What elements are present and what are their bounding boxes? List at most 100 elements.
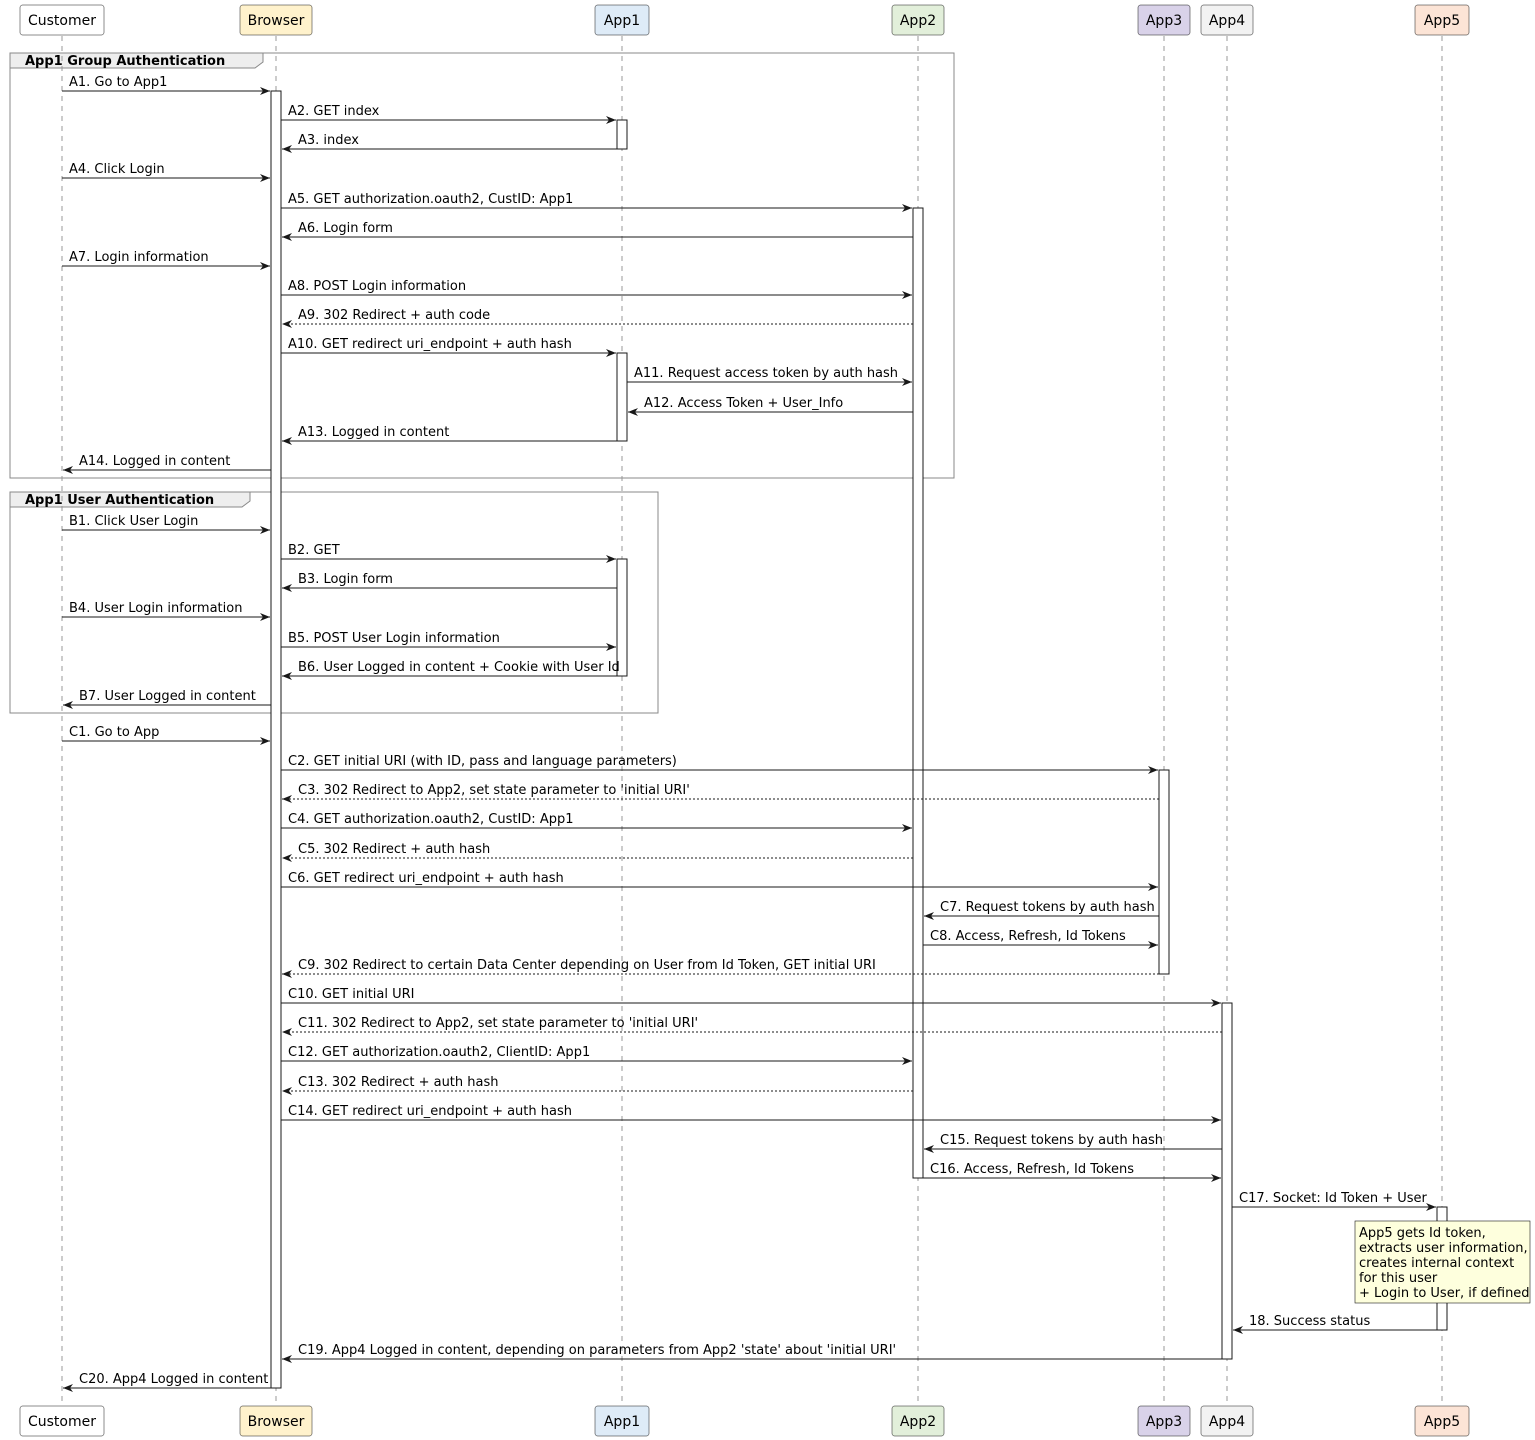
message: C1. Go to App xyxy=(62,725,270,745)
message-label: C9. 302 Redirect to certain Data Center … xyxy=(298,958,876,973)
message: C5. 302 Redirect + auth hash xyxy=(282,842,913,862)
message: A7. Login information xyxy=(62,250,270,270)
participant-app1-bottom: App1 xyxy=(594,1405,650,1437)
message-label: A1. Go to App1 xyxy=(69,75,167,90)
participant-app3-bottom: App3 xyxy=(1137,1405,1191,1437)
message-label: C1. Go to App xyxy=(69,725,159,740)
participant-box xyxy=(891,1405,945,1437)
participant-box xyxy=(19,4,105,36)
participant-box xyxy=(19,1405,105,1437)
participant-customer-top: Customer xyxy=(19,4,105,36)
group-tab xyxy=(9,52,264,69)
message-label: C20. App4 Logged in content xyxy=(79,1372,268,1387)
message-label: A6. Login form xyxy=(298,221,393,236)
participant-label: App2 xyxy=(900,1414,936,1430)
message-label: C6. GET redirect uri_endpoint + auth has… xyxy=(288,871,564,886)
message: C4. GET authorization.oauth2, CustID: Ap… xyxy=(281,812,912,832)
activation-bar xyxy=(616,352,628,442)
participant-app4-top: App4 xyxy=(1200,4,1254,36)
message: C8. Access, Refresh, Id Tokens xyxy=(923,929,1158,949)
note: App5 gets Id token,extracts user informa… xyxy=(1354,1220,1531,1304)
message-label: C17. Socket: Id Token + User xyxy=(1239,1191,1428,1206)
message-label: C15. Request tokens by auth hash xyxy=(940,1133,1163,1148)
message: C7. Request tokens by auth hash xyxy=(924,900,1159,920)
participants-layer: CustomerCustomerBrowserBrowserApp1App1Ap… xyxy=(19,4,1470,1437)
message: A14. Logged in content xyxy=(63,454,271,474)
participant-browser-bottom: Browser xyxy=(239,1405,313,1437)
message: C16. Access, Refresh, Id Tokens xyxy=(923,1162,1221,1182)
message-label: C3. 302 Redirect to App2, set state para… xyxy=(298,783,690,798)
note-line: creates internal context xyxy=(1359,1256,1514,1271)
participant-label: Browser xyxy=(248,1414,305,1430)
message: A10. GET redirect uri_endpoint + auth ha… xyxy=(281,337,616,357)
message-label: C2. GET initial URI (with ID, pass and l… xyxy=(288,754,677,769)
participant-label: Customer xyxy=(28,13,96,29)
message-label: C16. Access, Refresh, Id Tokens xyxy=(930,1162,1134,1177)
note-line: for this user xyxy=(1359,1271,1438,1286)
message: B7. User Logged in content xyxy=(63,689,271,709)
message-label: A4. Click Login xyxy=(69,162,165,177)
message: C3. 302 Redirect to App2, set state para… xyxy=(282,783,1159,803)
message-label: C8. Access, Refresh, Id Tokens xyxy=(930,929,1126,944)
message: C13. 302 Redirect + auth hash xyxy=(282,1075,913,1095)
participant-box xyxy=(1200,4,1254,36)
message: C20. App4 Logged in content xyxy=(63,1372,271,1392)
message: A8. POST Login information xyxy=(281,279,912,299)
group-title: App1 User Authentication xyxy=(25,493,214,508)
message-label: 18. Success status xyxy=(1249,1314,1370,1329)
participant-box xyxy=(1200,1405,1254,1437)
participant-label: App5 xyxy=(1424,1414,1460,1430)
participant-label: App1 xyxy=(604,1414,640,1430)
message-label: B5. POST User Login information xyxy=(288,631,500,646)
message-label: B4. User Login information xyxy=(69,601,242,616)
message-label: B7. User Logged in content xyxy=(79,689,256,704)
message: B6. User Logged in content + Cookie with… xyxy=(282,660,620,680)
message: C12. GET authorization.oauth2, ClientID:… xyxy=(281,1045,912,1065)
note-box xyxy=(1354,1220,1531,1304)
message: B2. GET xyxy=(281,543,616,563)
activation-bar xyxy=(270,90,282,1389)
participant-browser-top: Browser xyxy=(239,4,313,36)
participant-box xyxy=(891,4,945,36)
message-label: A7. Login information xyxy=(69,250,209,265)
participant-box xyxy=(239,1405,313,1437)
participant-app1-top: App1 xyxy=(594,4,650,36)
message-label: B3. Login form xyxy=(298,572,393,587)
message: A1. Go to App1 xyxy=(62,75,270,95)
message: C11. 302 Redirect to App2, set state par… xyxy=(282,1016,1222,1036)
message-label: A10. GET redirect uri_endpoint + auth ha… xyxy=(288,337,572,352)
note-layer: App5 gets Id token,extracts user informa… xyxy=(1354,1220,1531,1304)
message: 18. Success status xyxy=(1233,1314,1437,1334)
participant-label: Browser xyxy=(248,13,305,29)
message-label: B2. GET xyxy=(288,543,340,558)
message: C19. App4 Logged in content, depending o… xyxy=(282,1343,1222,1363)
participant-box xyxy=(1137,1405,1191,1437)
participant-label: App3 xyxy=(1146,13,1182,29)
message-label: C4. GET authorization.oauth2, CustID: Ap… xyxy=(288,812,574,827)
activation-bar xyxy=(1221,1002,1233,1360)
message-label: A9. 302 Redirect + auth code xyxy=(298,308,490,323)
participant-label: App4 xyxy=(1209,13,1245,29)
participant-label: App1 xyxy=(604,13,640,29)
message: C17. Socket: Id Token + User xyxy=(1232,1191,1436,1211)
activation-bar xyxy=(616,558,628,677)
group-border xyxy=(9,491,659,714)
message-label: C19. App4 Logged in content, depending o… xyxy=(298,1343,896,1358)
message: B4. User Login information xyxy=(62,601,270,621)
message-label: C12. GET authorization.oauth2, ClientID:… xyxy=(288,1045,590,1060)
message-label: C10. GET initial URI xyxy=(288,987,415,1002)
participant-label: App2 xyxy=(900,13,936,29)
message: C2. GET initial URI (with ID, pass and l… xyxy=(281,754,1158,774)
message: C9. 302 Redirect to certain Data Center … xyxy=(282,958,1159,978)
participant-customer-bottom: Customer xyxy=(19,1405,105,1437)
message: A4. Click Login xyxy=(62,162,270,182)
message-label: A2. GET index xyxy=(288,104,380,119)
message-label: A5. GET authorization.oauth2, CustID: Ap… xyxy=(288,192,573,207)
participant-app5-bottom: App5 xyxy=(1414,1405,1470,1437)
lifelines-layer xyxy=(61,36,1443,1406)
activation-bar xyxy=(1158,769,1170,975)
participant-app4-bottom: App4 xyxy=(1200,1405,1254,1437)
